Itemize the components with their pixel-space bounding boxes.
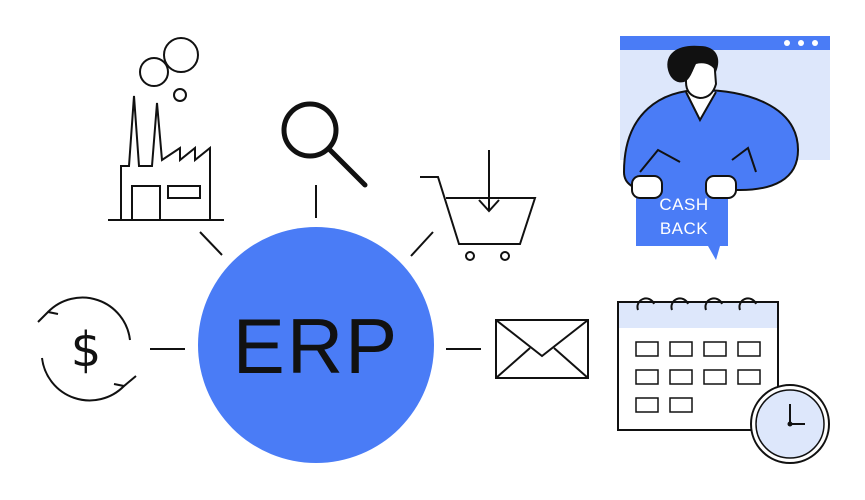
envelope-icon	[495, 319, 589, 379]
erp-hub: ERP	[198, 227, 434, 463]
search-icon	[281, 101, 368, 188]
person-illustration	[622, 45, 800, 191]
erp-label: ERP	[233, 302, 399, 390]
connector-cart	[410, 231, 434, 257]
connector-factory	[199, 231, 223, 256]
cashback-line1: CASH	[659, 195, 708, 214]
calendar-icon	[617, 297, 779, 431]
cashback-line2: BACK	[660, 219, 708, 238]
dollar-symbol: $	[71, 322, 102, 378]
connector-lines	[150, 185, 481, 350]
shopping-cart-icon	[420, 150, 537, 261]
cashback-card: CASH BACK	[631, 175, 737, 260]
money-cycle-icon: $	[37, 296, 137, 402]
clock-icon	[750, 384, 830, 464]
factory-icon	[108, 37, 224, 221]
